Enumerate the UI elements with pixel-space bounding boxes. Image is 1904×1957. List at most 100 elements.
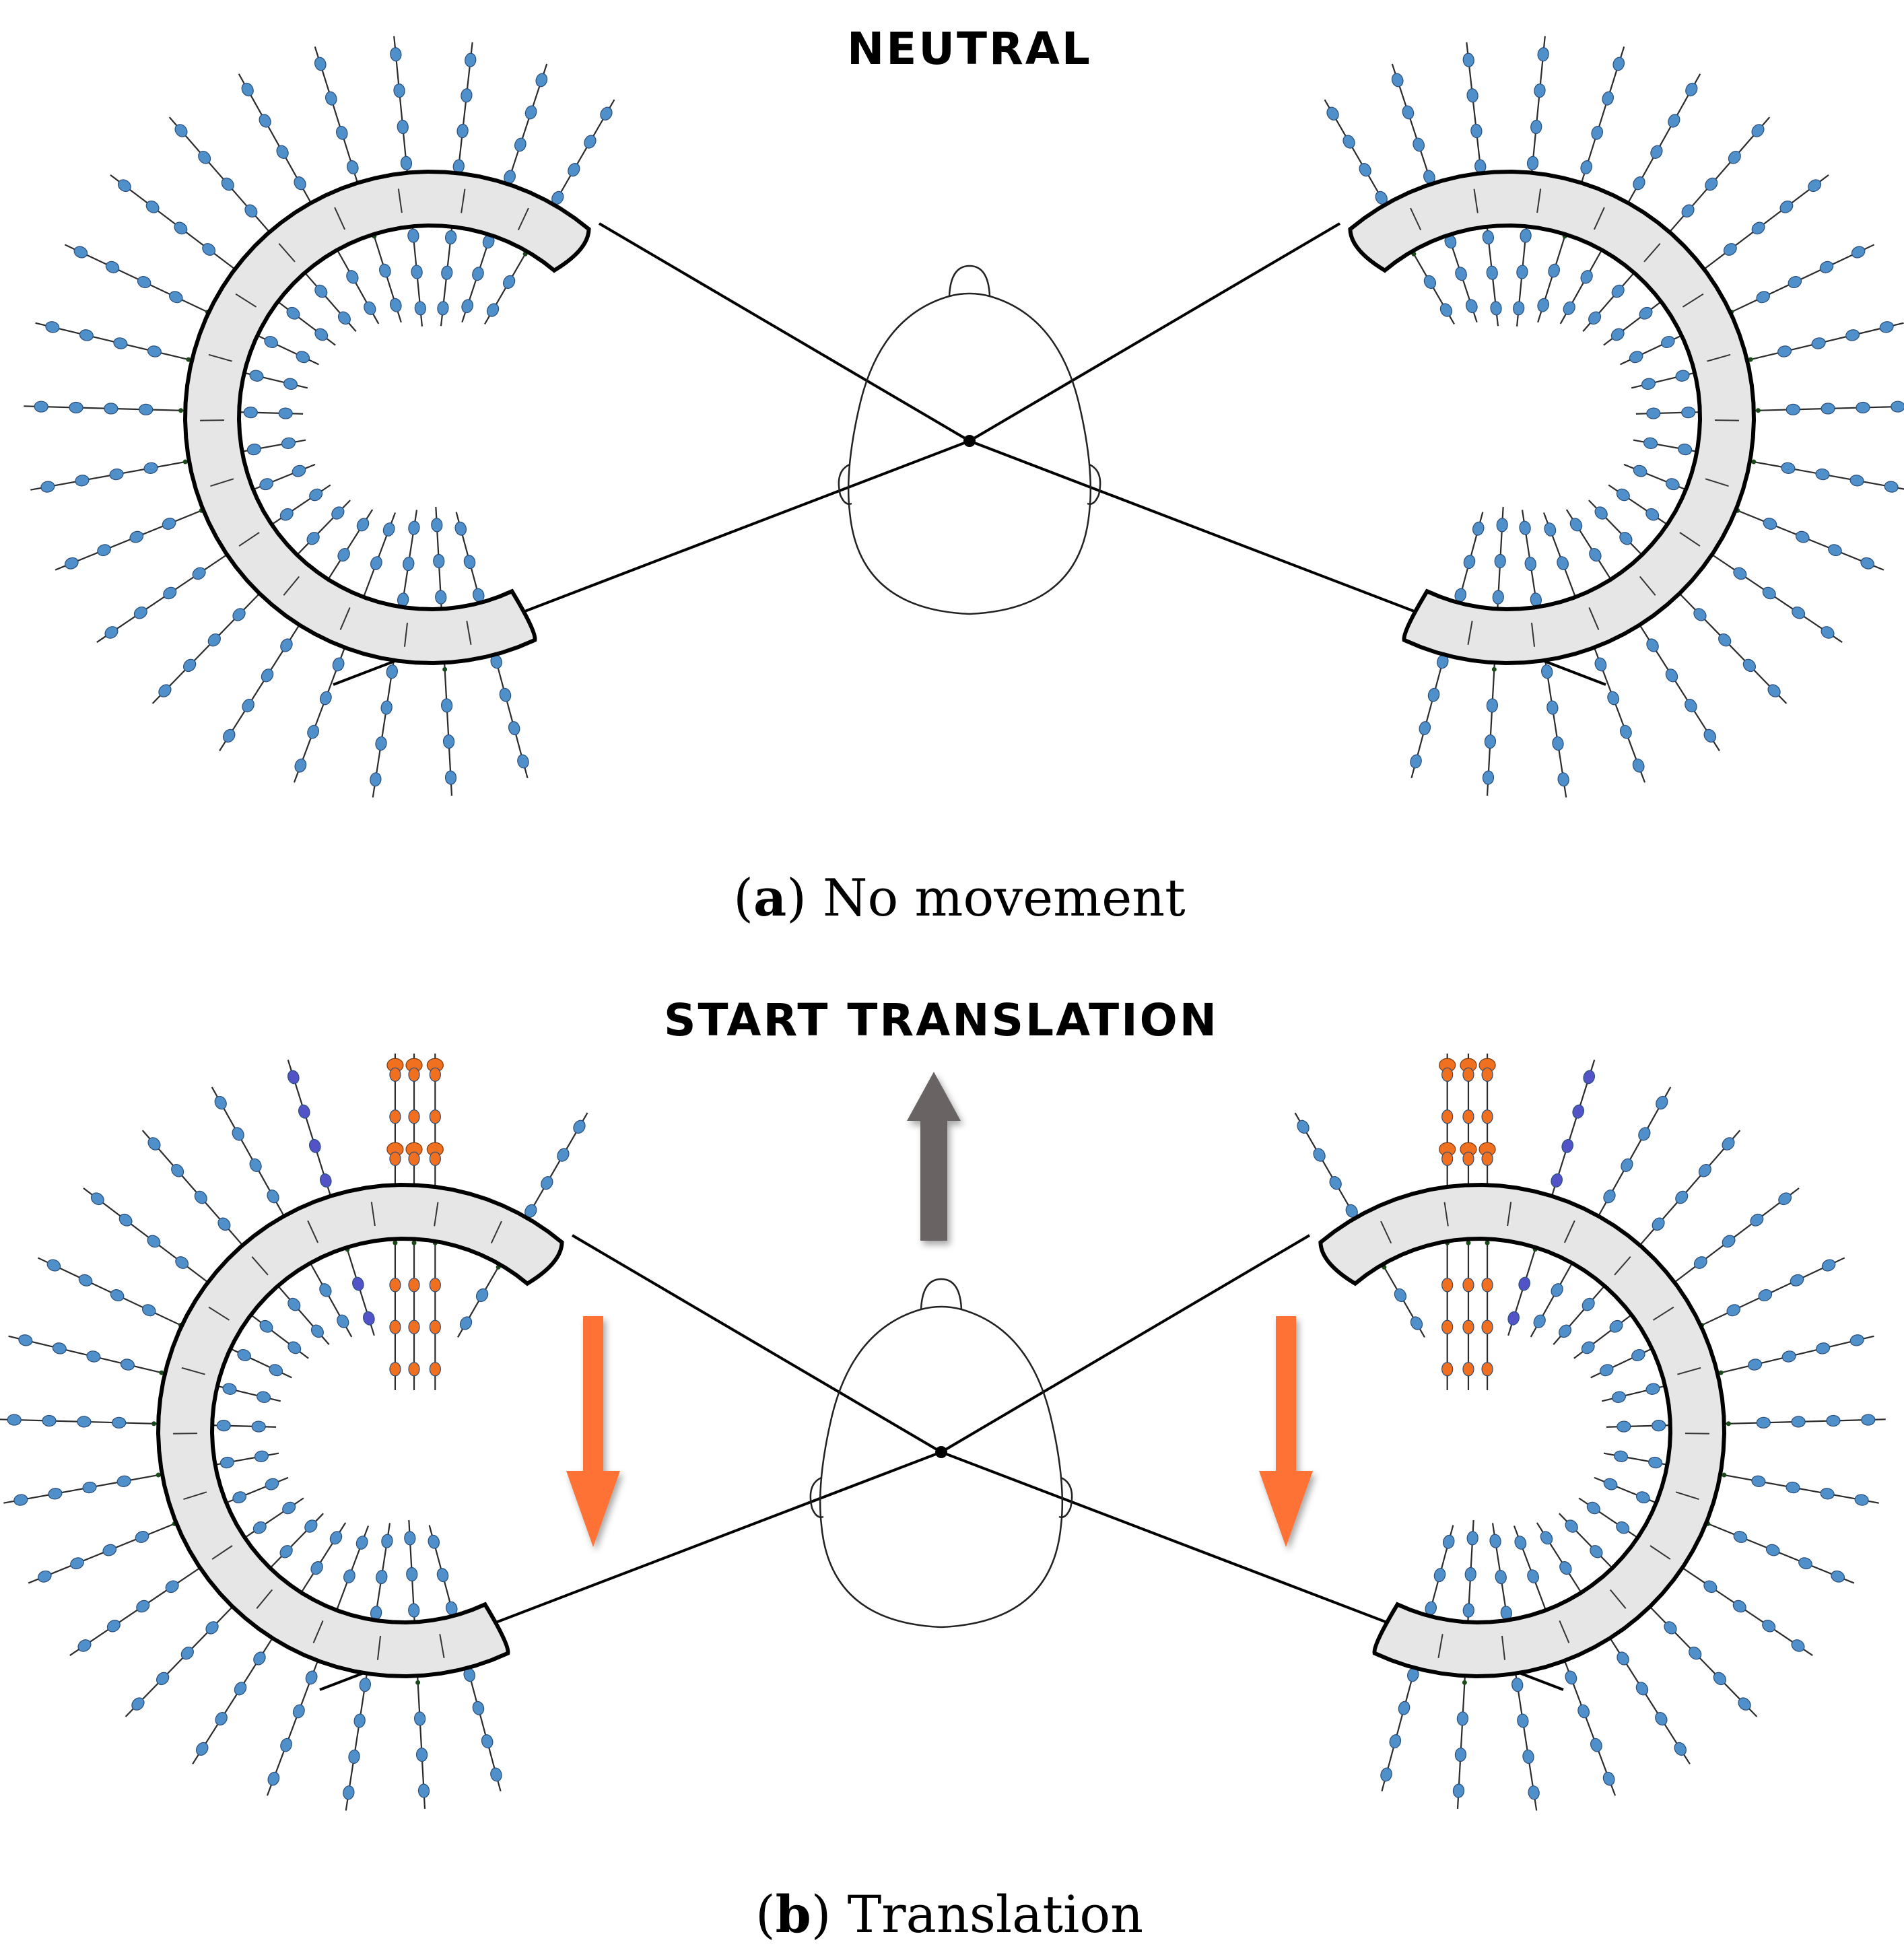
band-tick — [1588, 607, 1600, 630]
flow-dot — [1742, 658, 1756, 673]
flow-dot — [429, 1109, 441, 1124]
flow-dot — [1723, 243, 1737, 256]
flow-dot — [287, 1297, 301, 1311]
flow-dot — [389, 1067, 401, 1082]
flow-dot — [198, 150, 211, 164]
flow-dot — [1756, 1416, 1771, 1429]
band-tick — [466, 621, 472, 645]
flow-dot — [52, 1342, 67, 1354]
flow-dot — [370, 556, 382, 570]
panel-a-title: NEUTRAL — [847, 23, 1092, 75]
flow-dot — [1394, 1288, 1407, 1303]
flow-dot — [389, 1109, 401, 1124]
panel-a: NEUTRAL (a) No movement — [24, 23, 1904, 928]
flow-dot — [156, 1672, 170, 1686]
flow-dot — [429, 1362, 441, 1377]
flow-dot — [359, 1678, 371, 1692]
flow-dot — [143, 462, 158, 474]
flow-dot — [1645, 508, 1660, 521]
flow-dot — [1582, 1297, 1595, 1311]
flow-dot — [112, 1416, 127, 1429]
flow-dot — [481, 1734, 494, 1749]
flow-dot — [246, 443, 261, 456]
flow-dot — [133, 606, 147, 619]
flow-dot — [1748, 1359, 1763, 1371]
flow-mark — [415, 1680, 421, 1685]
flow-dot — [216, 1420, 231, 1432]
flow-dot — [379, 263, 391, 278]
flow-dot — [1733, 1531, 1748, 1543]
flow-dot — [1359, 163, 1371, 177]
flow-dot — [135, 1531, 149, 1543]
flow-dot — [1661, 336, 1675, 348]
flow-dot — [463, 555, 476, 570]
flow-dot — [1419, 721, 1431, 736]
flow-dot — [244, 204, 258, 218]
flow-dot — [370, 772, 382, 787]
flow-dot — [353, 1713, 366, 1728]
panel-a-left-flow — [24, 36, 615, 798]
flow-dot — [1492, 590, 1504, 605]
band-tick — [1559, 1620, 1570, 1643]
flow-dot — [314, 284, 328, 298]
flow-dot — [1482, 770, 1495, 785]
band-tick — [208, 353, 232, 362]
flow-dot — [535, 73, 548, 88]
band-tick — [334, 207, 346, 230]
flow-dot — [1786, 1481, 1800, 1494]
flow-dot — [475, 1288, 489, 1303]
flow-dot — [1645, 1383, 1660, 1395]
band-tick — [1609, 1589, 1627, 1609]
flow-dot — [1631, 1349, 1645, 1361]
flow-dot — [1674, 1742, 1687, 1756]
flow-dot — [1678, 443, 1693, 456]
flow-dot — [1603, 1478, 1618, 1490]
flow-dot — [1655, 1712, 1668, 1726]
flow-mark — [1466, 1240, 1471, 1245]
flow-dot — [1439, 303, 1453, 317]
flow-dot — [1551, 1173, 1563, 1188]
band-tick — [1677, 1367, 1701, 1375]
flow-dot — [1816, 1342, 1831, 1354]
flow-dot — [1466, 1531, 1478, 1546]
flow-dot — [69, 401, 83, 414]
flow-dot — [389, 1362, 401, 1377]
flow-dot — [508, 721, 520, 736]
flow-mark — [186, 357, 191, 362]
flow-dot — [1781, 1350, 1796, 1363]
flow-dot — [1466, 88, 1478, 103]
flow-mark — [159, 1370, 164, 1375]
flow-dot — [1511, 1678, 1524, 1692]
flow-dot — [1484, 734, 1497, 749]
flow-dot — [281, 437, 296, 449]
panel-b-right-band — [1318, 1182, 1727, 1679]
flow-dot — [1703, 1580, 1718, 1593]
flow-dot — [1517, 1713, 1529, 1728]
flow-dot — [267, 1771, 280, 1786]
flow-dot — [1767, 684, 1781, 697]
band-tick — [235, 293, 257, 308]
flow-dot — [292, 1704, 305, 1719]
flow-dot — [1537, 47, 1549, 62]
flow-dot — [1815, 468, 1830, 481]
flow-dot — [267, 1190, 279, 1204]
flow-dot — [1590, 1738, 1602, 1752]
band-tick — [278, 243, 296, 263]
flow-dot — [1462, 1109, 1474, 1124]
flow-dot — [1569, 518, 1583, 532]
flow-dot — [397, 119, 409, 135]
flow-dot — [259, 478, 274, 491]
flow-dot — [1398, 1701, 1410, 1715]
flow-dot — [113, 337, 128, 349]
flow-dot — [408, 1603, 420, 1618]
flow-dot — [332, 657, 345, 672]
flow-dot — [1452, 1783, 1465, 1798]
flow-dot — [363, 1311, 375, 1326]
flow-dot — [1297, 1120, 1310, 1134]
flow-dot — [1668, 114, 1680, 128]
flow-dot — [1580, 270, 1593, 284]
flow-dot — [1763, 518, 1777, 530]
flow-dot — [241, 82, 254, 97]
flow-dot — [1588, 311, 1602, 325]
